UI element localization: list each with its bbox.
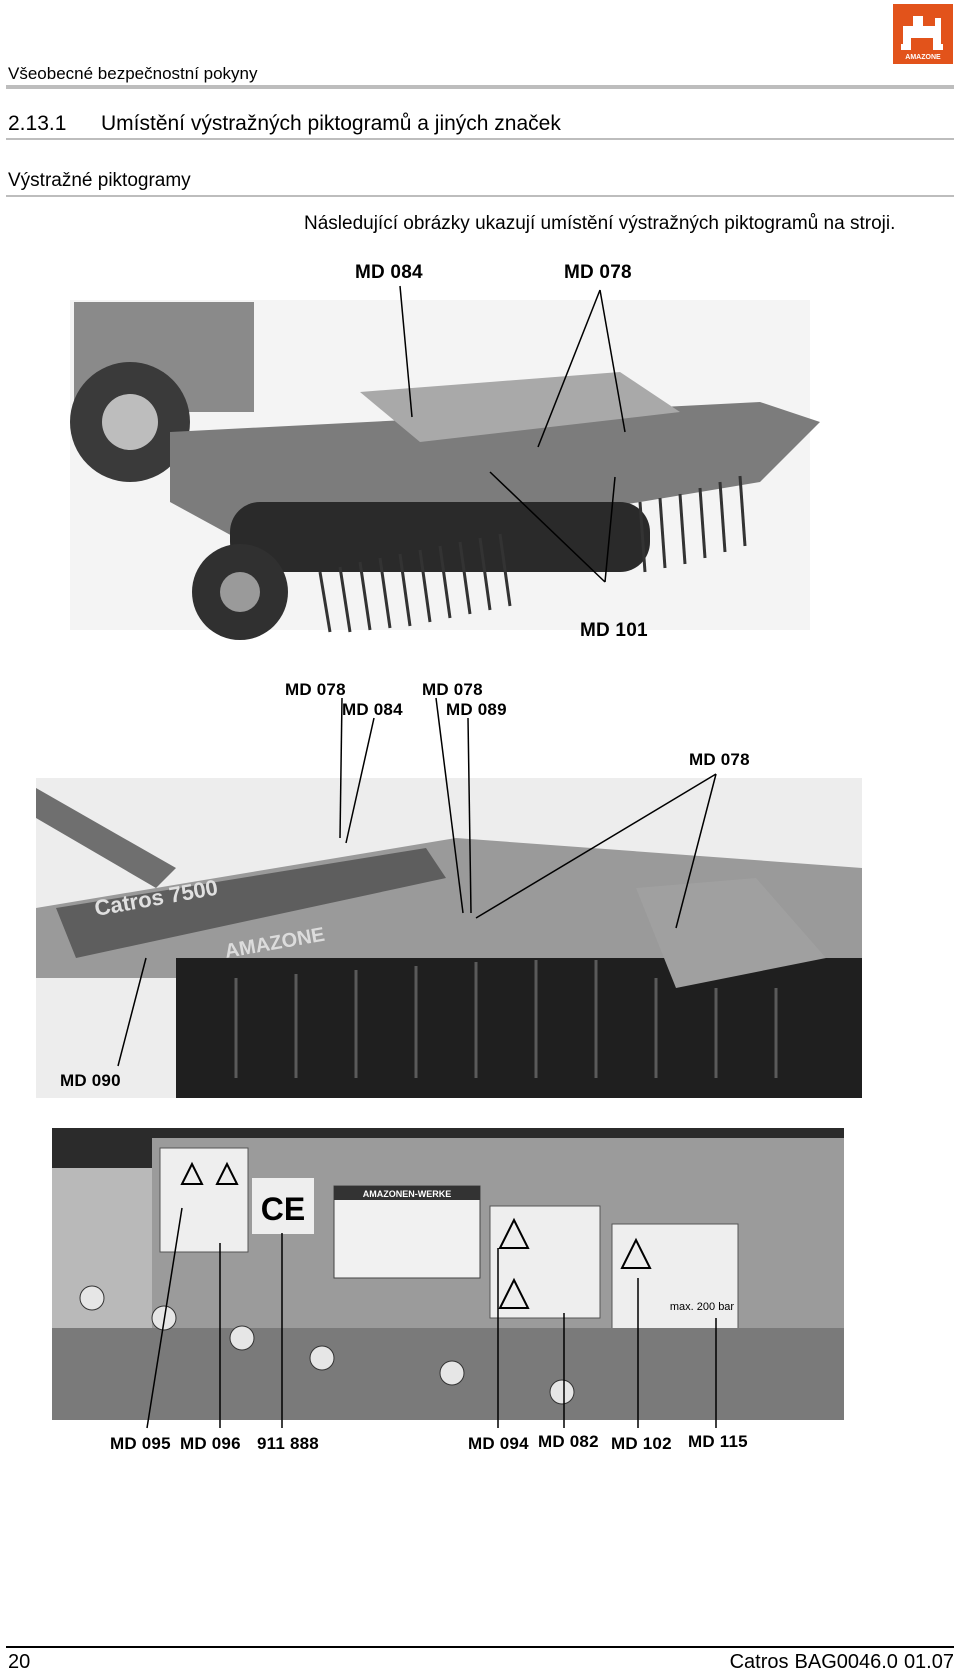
section-title: Umístění výstražných piktogramů a jiných…: [101, 112, 561, 135]
subsection-heading: Výstražné piktogramy: [8, 170, 191, 191]
doc-product: Catros: [729, 1651, 789, 1673]
section-heading: 2.13.1 Umístění výstražných piktogramů a …: [8, 112, 561, 136]
figure-3: CE AMAZONEN-WERKE max. 200 bar MD 095 MD…: [52, 1128, 862, 1568]
label-md-101: MD 101: [580, 620, 648, 641]
label-md-084: MD 084: [355, 262, 423, 283]
running-header: Všeobecné bezpečnostní pokyny: [8, 64, 258, 83]
label-md-084: MD 084: [342, 700, 403, 719]
figure-2: Catros 7500 AMAZONE MD 078 MD 084 MD 078…: [36, 678, 866, 1098]
header-rule: [6, 85, 954, 89]
doc-code: BAG0046.0: [794, 1651, 898, 1673]
section-rule: [6, 138, 954, 140]
label-md-096: MD 096: [180, 1434, 241, 1453]
figure-1-photo: [70, 285, 820, 640]
subsection-rule: [6, 195, 954, 197]
nameplate-brand: AMAZONEN-WERKE: [363, 1189, 452, 1199]
label-md-115: MD 115: [688, 1432, 748, 1451]
label-md-082: MD 082: [538, 1432, 599, 1451]
figure-3-photo: CE AMAZONEN-WERKE max. 200 bar: [52, 1128, 844, 1429]
footer-rule: [6, 1646, 954, 1648]
amazone-tractor-logo: AMAZONE: [893, 4, 953, 64]
label-md-078-b: MD 078: [422, 680, 483, 699]
page-number: 20: [8, 1651, 31, 1673]
logo-text: AMAZONE: [905, 54, 941, 61]
label-md-095: MD 095: [110, 1434, 171, 1453]
ce-mark: CE: [261, 1191, 305, 1227]
label-md-078-c: MD 078: [689, 750, 750, 769]
label-911-888: 911 888: [257, 1434, 319, 1453]
doc-date: 01.07: [903, 1651, 954, 1673]
label-md-090: MD 090: [60, 1071, 121, 1090]
pressure-sticker-text: max. 200 bar: [670, 1301, 735, 1313]
figure-2-photo: Catros 7500 AMAZONE: [36, 697, 862, 1098]
label-md-078: MD 078: [564, 262, 632, 283]
section-number: 2.13.1: [8, 112, 67, 135]
label-md-078-a: MD 078: [285, 680, 346, 699]
figure-1: MD 084 MD 078 MD 101: [60, 262, 880, 682]
label-md-102: MD 102: [611, 1434, 672, 1453]
label-md-094: MD 094: [468, 1434, 529, 1453]
intro-text: Následující obrázky ukazují umístění výs…: [304, 213, 896, 234]
label-md-089: MD 089: [446, 700, 507, 719]
